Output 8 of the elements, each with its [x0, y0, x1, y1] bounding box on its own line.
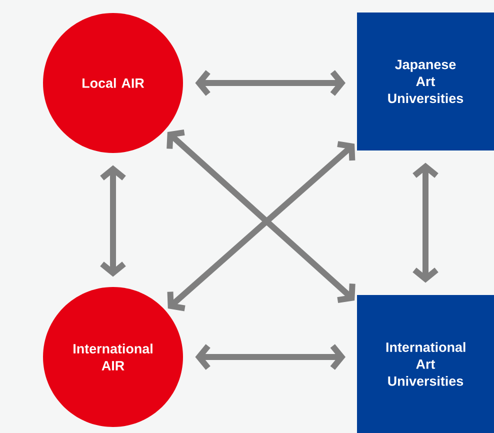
- arrow: [195, 70, 346, 96]
- process-box: International Art Universities: [357, 294, 494, 433]
- circle-node: International AIR: [43, 286, 183, 427]
- arrow: [100, 165, 126, 277]
- arrow: [195, 344, 346, 370]
- circle-node: Local AIR: [43, 13, 183, 153]
- arrow: [412, 162, 438, 283]
- process-box: Japanese Art Universities: [357, 12, 494, 150]
